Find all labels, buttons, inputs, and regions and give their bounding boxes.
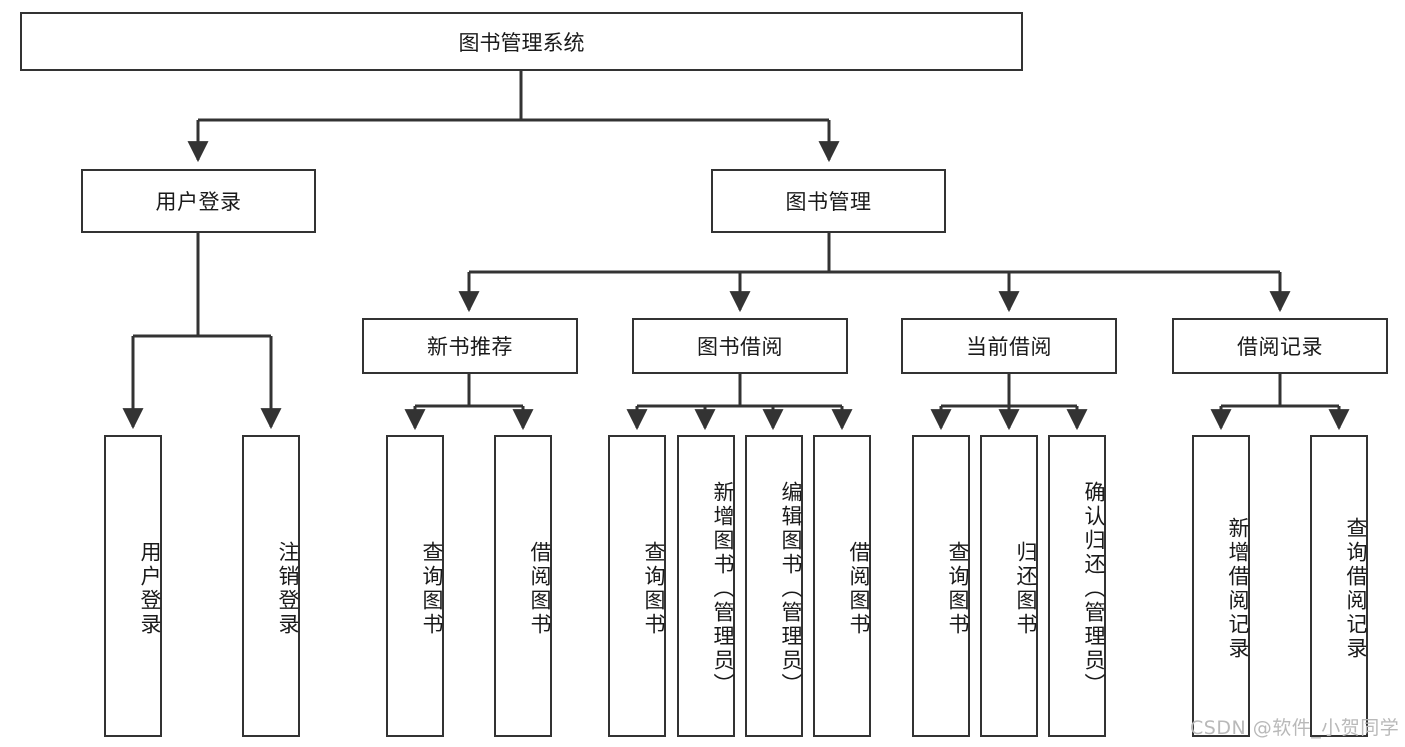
node-label: 新增图书（管理员） (711, 481, 735, 697)
leaf-new-book-borrow-book[interactable]: 借阅图书 (494, 435, 552, 737)
node-label: 用户登录 (155, 190, 242, 214)
node-borrow-record[interactable]: 借阅记录 (1172, 318, 1388, 374)
leaf-book-borrow-edit-book-admin[interactable]: 编辑图书（管理员） (745, 435, 803, 737)
node-label: 借阅记录 (1237, 335, 1323, 359)
node-current-borrow[interactable]: 当前借阅 (901, 318, 1117, 374)
leaf-book-borrow-query-book[interactable]: 查询图书 (608, 435, 666, 737)
node-label: 查询图书 (420, 541, 444, 637)
node-label: 新增借阅记录 (1226, 517, 1250, 661)
node-label: 编辑图书（管理员） (779, 481, 803, 697)
leaf-borrow-record-add-record[interactable]: 新增借阅记录 (1192, 435, 1250, 737)
node-label: 当前借阅 (966, 335, 1052, 359)
leaf-current-borrow-confirm-return-admin[interactable]: 确认归还（管理员） (1048, 435, 1106, 737)
leaf-user-login-logout[interactable]: 注销登录 (242, 435, 300, 737)
node-label: 归还图书 (1014, 541, 1038, 637)
node-user-login[interactable]: 用户登录 (81, 169, 316, 233)
node-label: 新书推荐 (427, 335, 513, 359)
node-label: 借阅图书 (847, 541, 871, 637)
node-book-borrow[interactable]: 图书借阅 (632, 318, 848, 374)
node-label: 图书借阅 (697, 335, 783, 359)
leaf-new-book-query-book[interactable]: 查询图书 (386, 435, 444, 737)
node-label: 查询图书 (946, 541, 970, 637)
node-book-management[interactable]: 图书管理 (711, 169, 946, 233)
leaf-user-login-login[interactable]: 用户登录 (104, 435, 162, 737)
node-label: 确认归还（管理员） (1082, 481, 1106, 697)
leaf-current-borrow-return-book[interactable]: 归还图书 (980, 435, 1038, 737)
node-label: 图书管理 (785, 190, 872, 214)
node-root-book-management-system[interactable]: 图书管理系统 (20, 12, 1023, 71)
node-label: 借阅图书 (528, 541, 552, 637)
leaf-book-borrow-borrow-book[interactable]: 借阅图书 (813, 435, 871, 737)
leaf-current-borrow-query-book[interactable]: 查询图书 (912, 435, 970, 737)
node-label: 注销登录 (276, 541, 300, 637)
node-label: 用户登录 (138, 541, 162, 637)
leaf-borrow-record-query-record[interactable]: 查询借阅记录 (1310, 435, 1368, 737)
csdn-watermark: CSDN @软件_小贺同学 (1190, 717, 1400, 739)
node-label: 图书管理系统 (458, 30, 585, 55)
leaf-book-borrow-add-book-admin[interactable]: 新增图书（管理员） (677, 435, 735, 737)
node-new-book-recommend[interactable]: 新书推荐 (362, 318, 578, 374)
node-label: 查询图书 (642, 541, 666, 637)
node-label: 查询借阅记录 (1344, 517, 1368, 661)
